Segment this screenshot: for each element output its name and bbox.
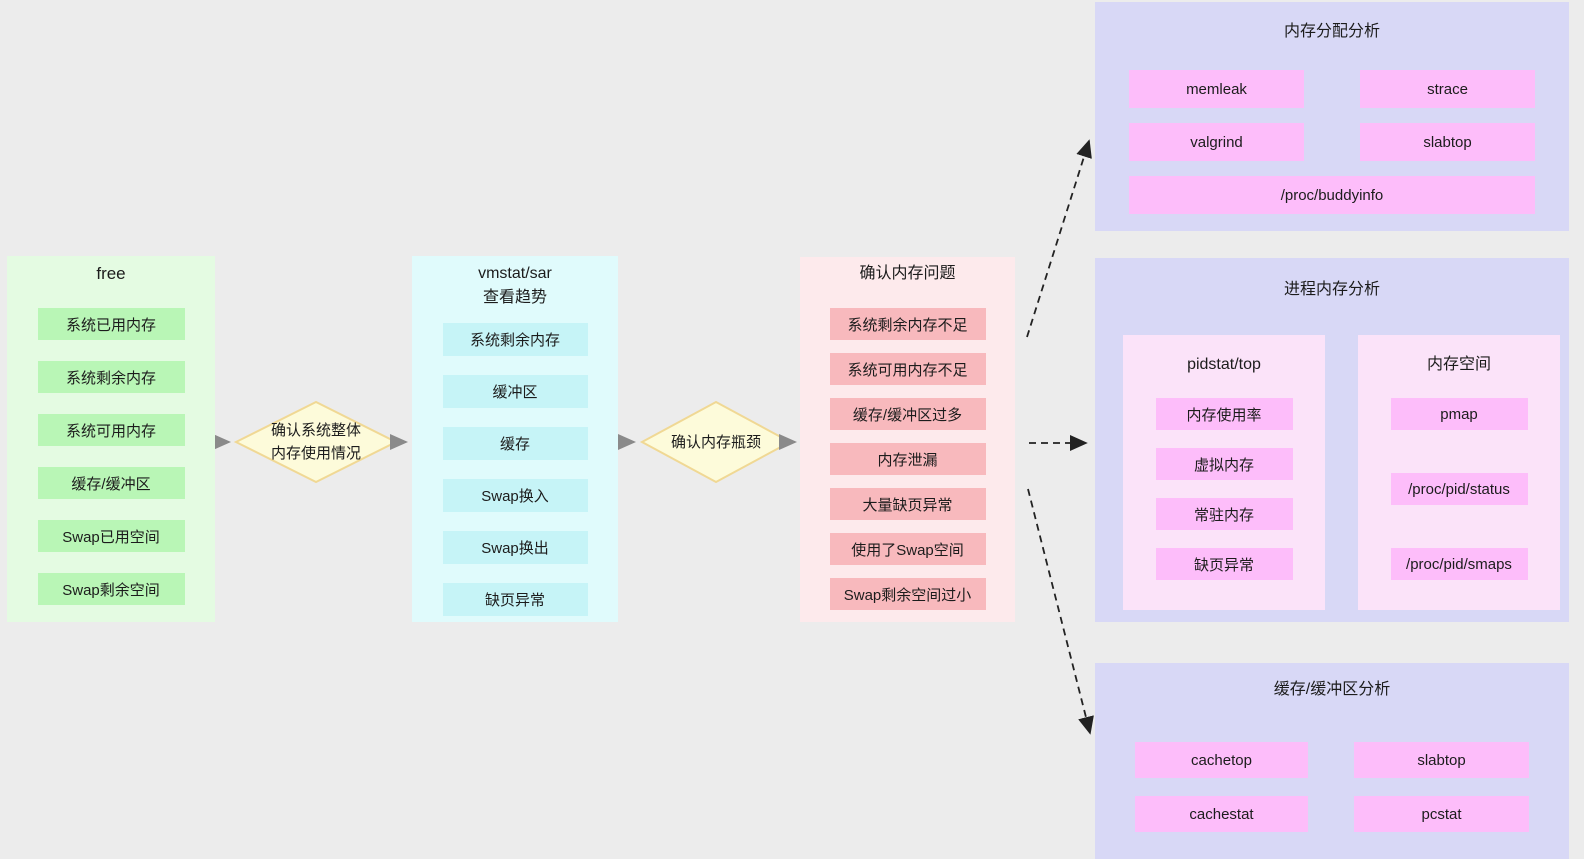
cache-tool-item: cachetop [1135,742,1308,778]
alloc-tool-item: memleak [1129,70,1304,108]
free-metric-item: 系统已用内存 [37,308,185,340]
memory-allocation-analysis-box: 内存分配分析 memleak strace valgrind slabtop /… [1095,2,1569,231]
pidstat-metric-item: 内存使用率 [1155,398,1293,430]
vmstat-sar-box: vmstat/sar 查看趋势 系统剩余内存 缓冲区 缓存 Swap换入 Swa… [412,256,618,622]
decision1-label-line2: 内存使用情况 [270,445,361,462]
memory-space-group: 内存空间 pmap /proc/pid/status /proc/pid/sma… [1358,335,1560,610]
problem-item: 内存泄漏 [829,443,986,475]
decision1-label: 确认系统整体 内存使用情况 [236,419,396,465]
alloc-tool-item: /proc/buddyinfo [1129,176,1535,214]
free-metric-item: 系统剩余内存 [37,361,185,393]
free-metric-item: Swap已用空间 [37,520,185,552]
free-box-title: free [96,264,126,283]
free-metric-item: Swap剩余空间 [37,573,185,605]
vmstat-box-title-line2: 查看趋势 [482,289,547,306]
alloc-tool-item: slabtop [1360,123,1535,161]
vmstat-metric-item: 缓存 [442,427,588,460]
vmstat-metric-item: Swap换入 [442,479,588,512]
memspace-group-title: 内存空间 [1426,356,1491,373]
pidstat-group-title: pidstat/top [1187,356,1261,373]
memspace-tool-list: pmap /proc/pid/status /proc/pid/smaps [1390,398,1528,580]
cache-tool-grid: cachetop slabtop cachestat pcstat [1135,742,1529,832]
process-memory-analysis-box: 进程内存分析 pidstat/top 内存使用率 虚拟内存 常驻内存 缺页异常 … [1095,258,1569,622]
vmstat-metric-item: 系统剩余内存 [442,323,588,356]
process-box-title: 进程内存分析 [1283,281,1380,298]
problem-item: 系统剩余内存不足 [829,308,986,340]
pidstat-metric-item: 缺页异常 [1155,548,1293,580]
cache-buffer-analysis-box: 缓存/缓冲区分析 cachetop slabtop cachestat pcst… [1095,663,1569,859]
decision2-label: 确认内存瓶颈 [670,434,761,451]
cache-box-title: 缓存/缓冲区分析 [1273,681,1391,698]
alloc-tool-item: strace [1360,70,1535,108]
vmstat-metric-list: 系统剩余内存 缓冲区 缓存 Swap换入 Swap换出 缺页异常 [442,323,588,616]
vmstat-box-title-line1: vmstat/sar [478,265,552,282]
pidstat-metric-list: 内存使用率 虚拟内存 常驻内存 缺页异常 [1155,398,1293,580]
vmstat-metric-item: Swap换出 [442,531,588,564]
problem-item: Swap剩余空间过小 [829,578,986,610]
free-metric-list: 系统已用内存 系统剩余内存 系统可用内存 缓存/缓冲区 Swap已用空间 Swa… [37,308,185,605]
problems-box-title: 确认内存问题 [859,265,956,282]
decision1-label-line1: 确认系统整体 [270,422,361,439]
memspace-tool-item: pmap [1390,398,1528,430]
cache-tool-item: slabtop [1354,742,1529,778]
alloc-tool-grid: memleak strace valgrind slabtop /proc/bu… [1129,70,1535,214]
process-subgroups: pidstat/top 内存使用率 虚拟内存 常驻内存 缺页异常 内存空间 pm… [1123,335,1560,610]
problem-list: 系统剩余内存不足 系统可用内存不足 缓存/缓冲区过多 内存泄漏 大量缺页异常 使… [829,308,986,610]
free-tool-box: free 系统已用内存 系统剩余内存 系统可用内存 缓存/缓冲区 Swap已用空… [7,256,215,622]
free-metric-item: 系统可用内存 [37,414,185,446]
vmstat-metric-item: 缓冲区 [442,375,588,408]
pidstat-top-group: pidstat/top 内存使用率 虚拟内存 常驻内存 缺页异常 [1123,335,1325,610]
problem-item: 大量缺页异常 [829,488,986,520]
cache-tool-item: cachestat [1135,796,1308,832]
problem-item: 使用了Swap空间 [829,533,986,565]
memspace-tool-item: /proc/pid/status [1390,473,1528,505]
problem-item: 缓存/缓冲区过多 [829,398,986,430]
arrow-problems-to-alloc [1026,139,1092,338]
pidstat-metric-item: 常驻内存 [1155,498,1293,530]
memory-problems-box: 确认内存问题 系统剩余内存不足 系统可用内存不足 缓存/缓冲区过多 内存泄漏 大… [800,257,1015,622]
free-metric-item: 缓存/缓冲区 [37,467,185,499]
arrow-problems-to-cache [1027,488,1094,735]
problem-item: 系统可用内存不足 [829,353,986,385]
alloc-tool-item: valgrind [1129,123,1304,161]
alloc-box-title: 内存分配分析 [1283,23,1380,40]
memspace-tool-item: /proc/pid/smaps [1390,548,1528,580]
cache-tool-item: pcstat [1354,796,1529,832]
vmstat-metric-item: 缺页异常 [442,583,588,616]
pidstat-metric-item: 虚拟内存 [1155,448,1293,480]
